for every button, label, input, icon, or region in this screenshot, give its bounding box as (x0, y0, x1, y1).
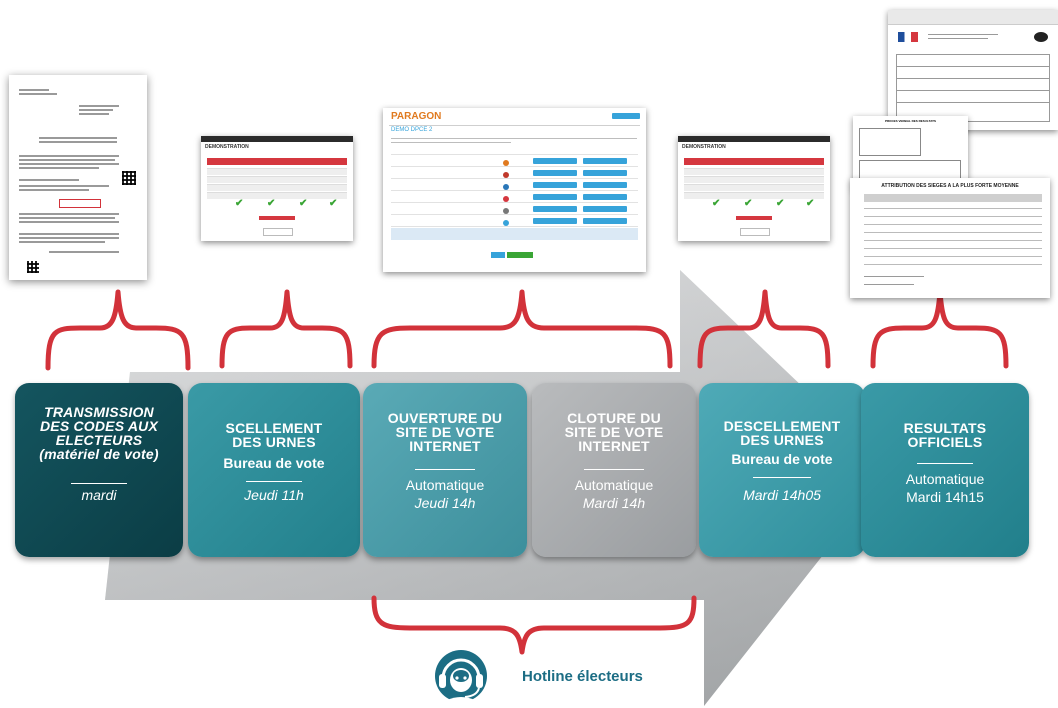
stage-time: mardi (81, 487, 117, 503)
stage-site-opening: OUVERTURE DU SITE DE VOTE INTERNET Autom… (363, 383, 527, 557)
stage-title: RESULTATS OFFICIELS (903, 420, 987, 450)
stage-official-results: RESULTATS OFFICIELS Automatique Mardi 14… (861, 383, 1029, 557)
stage-time: Jeudi 14h (414, 495, 476, 511)
pv-title: PROCES VERBAL DES RESULTATS (885, 119, 936, 123)
stage-sub: Automatique (405, 477, 485, 493)
bracket-bottom (371, 595, 697, 655)
stage-title: SCELLEMENT DES URNES (225, 420, 323, 450)
paragon-logo: PARAGON (391, 111, 442, 122)
screen-title: DEMONSTRATION (205, 144, 249, 150)
stage-title: DESCELLEMENT DES URNES (723, 418, 841, 448)
unsealing-screen-thumbnail: DEMONSTRATION ✔ ✔ ✔ ✔ (678, 136, 830, 241)
stage-sub: Automatique (905, 471, 985, 487)
stage-sub: Automatique (574, 477, 654, 493)
headset-agent-icon (435, 650, 487, 704)
voter-letter-thumbnail (9, 75, 147, 280)
stage-title: TRANSMISSION DES CODES AUX ELECTEURS (ma… (39, 404, 159, 462)
stage-code-transmission: TRANSMISSION DES CODES AUX ELECTEURS (ma… (15, 383, 183, 557)
stage-title: OUVERTURE DU SITE DE VOTE INTERNET (387, 410, 503, 454)
official-pv-thumbnail (888, 10, 1058, 130)
check-icon: ✔ (744, 198, 753, 209)
bracket-stage-2 (219, 289, 353, 369)
header-button (612, 113, 640, 119)
stage-time: Mardi 14h15 (906, 489, 984, 505)
stage-time: Mardi 14h (582, 495, 646, 511)
bracket-stage-1 (45, 289, 191, 371)
check-icon: ✔ (712, 198, 721, 209)
bracket-stage-3 (371, 289, 673, 369)
poll-title: DEMO DPCE 2 (391, 127, 433, 133)
bracket-stage-5 (697, 289, 831, 369)
sealing-screen-thumbnail: DEMONSTRATION ✔ ✔ ✔ ✔ (201, 136, 353, 241)
stage-sub: Bureau de vote (731, 451, 833, 467)
allocation-title: ATTRIBUTION DES SIEGES A LA PLUS FORTE M… (881, 183, 1019, 189)
qr-code-icon (122, 171, 136, 185)
check-icon: ✔ (299, 198, 308, 209)
check-icon: ✔ (776, 198, 785, 209)
qr-code-icon (27, 261, 39, 273)
hotline-label: Hotline électeurs (522, 668, 643, 685)
check-icon: ✔ (267, 198, 276, 209)
check-icon: ✔ (235, 198, 244, 209)
voting-site-thumbnail: PARAGON DEMO DPCE 2 (383, 108, 646, 272)
stage-ballot-unsealing: DESCELLEMENT DES URNES Bureau de vote Ma… (699, 383, 865, 557)
stage-sub: Bureau de vote (223, 455, 325, 471)
screen-title: DEMONSTRATION (682, 144, 726, 150)
stage-time: Mardi 14h05 (743, 487, 821, 503)
check-icon: ✔ (329, 198, 338, 209)
seat-allocation-thumbnail: ATTRIBUTION DES SIEGES A LA PLUS FORTE M… (850, 178, 1050, 298)
stage-site-closing: CLOTURE DU SITE DE VOTE INTERNET Automat… (532, 383, 696, 557)
stage-title: CLOTURE DU SITE DE VOTE INTERNET (564, 410, 664, 454)
check-icon: ✔ (806, 198, 815, 209)
stage-time: Jeudi 11h (244, 487, 304, 503)
stage-ballot-sealing: SCELLEMENT DES URNES Bureau de vote Jeud… (188, 383, 360, 557)
bracket-stage-6 (870, 289, 1009, 369)
